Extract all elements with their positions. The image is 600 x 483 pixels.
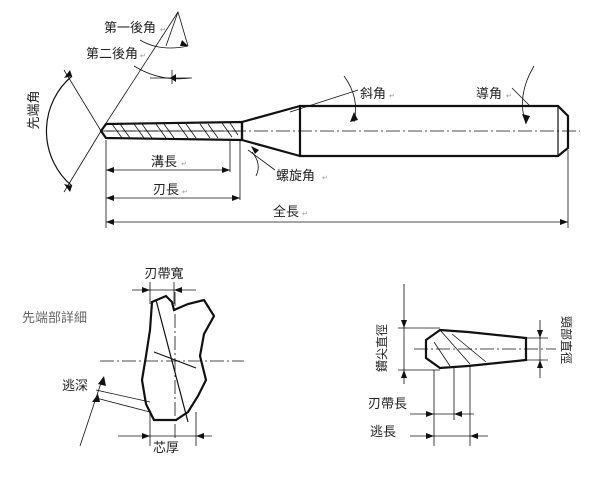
relief-length-label: 逃長 [370,425,396,440]
main-drill-view: 第一後角 第二後角 先端角 溝長 刃長 全長 螺旋角 斜角 導角 [27,10,580,228]
second-clearance-label: 第二後角 [86,47,138,62]
taper-angle-label: 斜角 [360,87,386,102]
second-clearance-arc [133,65,191,80]
point-angle-arrow-top [64,70,72,78]
taper-leader [289,89,359,113]
neck-diameter-dimension [526,320,548,378]
overall-length-label: 全長 [273,204,299,220]
first-clearance-arrow [180,40,188,46]
tip-side-flute-lines [433,329,487,367]
margin-length-label: 刃帶長 [368,397,407,412]
margin-width-label: 刃帶寬 [144,266,183,282]
mark-1: ↵ [160,26,166,34]
mark-8: ↵ [506,92,512,100]
relief-length-dimension [410,366,488,446]
cutting-length-label: 刃長 [153,183,179,198]
first-clearance-arc [139,39,189,49]
mark-6: ↵ [322,174,328,182]
margin-length-dimension [410,368,474,446]
mark-3: ↵ [181,160,187,168]
return-marks: ↵ ↵ ↵ ↵ ↵ ↵ ↵ ↵ [140,26,512,218]
chamfer-angle-arrow [522,114,530,124]
mark-7: ↵ [389,92,395,100]
point-angle-arc [45,75,73,187]
margin-width-dimension [132,282,196,304]
tip-side-view: 鑽尖直徑 頸部直徑 刃帶長 逃長 [368,284,574,446]
point-angle-label: 先端角 [27,90,42,129]
web-thickness-label: 芯厚 [153,441,179,456]
tip-detail-web-line [155,299,189,423]
tip-detail-title: 先端部詳細 [22,310,87,326]
chamfer-angle-label: 導角 [476,87,502,102]
helix-angle-arrow [251,146,259,154]
relief-depth-leader [79,376,151,447]
point-angle-ray-bottom [63,130,102,193]
mark-5: ↵ [302,210,308,218]
main-extension-lines [105,140,569,228]
flute-length-dimension [106,167,230,173]
tip-detail-inner-line [153,351,197,369]
point-angle-ray-top [63,69,102,132]
chamfer-leader [511,87,531,107]
point-angle-arrow-bottom [64,184,72,192]
clearance-angle-v [165,10,189,47]
tip-detail-outline [140,294,216,422]
overall-length-dimension [106,219,568,225]
tip-diameter-dimension [398,284,440,384]
web-thickness-dimension [118,412,212,446]
cutting-length-dimension [106,195,240,201]
mark-2: ↵ [140,52,146,60]
mark-4: ↵ [182,188,188,196]
clearance-line-long [100,11,179,132]
first-clearance-label: 第一後角 [104,21,156,36]
relief-depth-label: 逃深 [62,379,88,394]
taper-angle-arrow [350,112,358,122]
helix-angle-label: 螺旋角 [276,169,315,184]
flute-length-label: 溝長 [151,155,177,170]
tip-detail-view: 刃帶寬 先端部詳細 逃深 芯厚 [22,266,244,456]
neck-diameter-label: 頸部直徑 [559,316,574,364]
tip-diameter-label: 鑽尖直徑 [374,324,389,372]
flute-helix-lines [106,122,240,139]
second-clearance-arrow [170,74,176,82]
helix-leader [247,149,276,171]
